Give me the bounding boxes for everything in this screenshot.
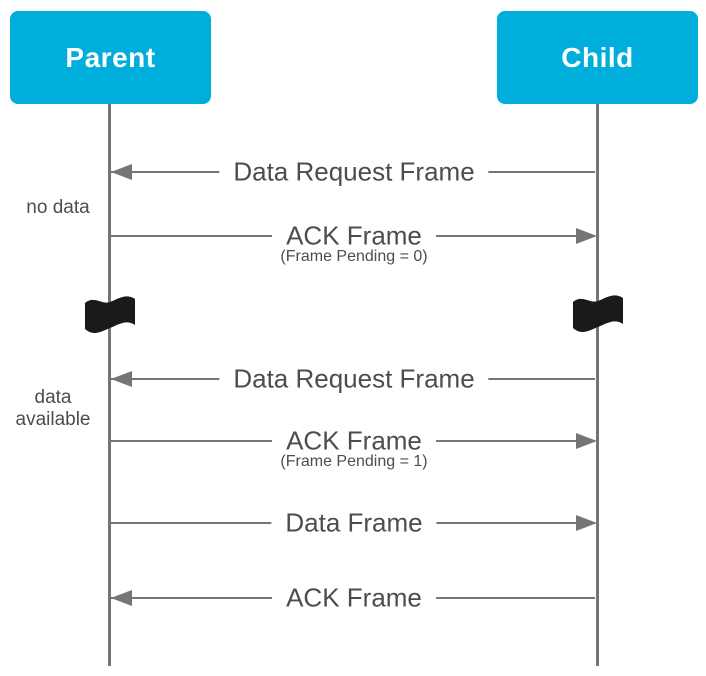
side-note-data-available: data available xyxy=(15,387,91,430)
message-label: Data Frame xyxy=(271,509,437,538)
arrow-right-icon xyxy=(576,228,597,244)
message-label: Data Request Frame xyxy=(219,158,489,187)
flag-icon xyxy=(85,294,135,334)
arrow-left-icon xyxy=(111,164,132,180)
arrow-left-icon xyxy=(111,590,132,606)
actor-box-parent: Parent xyxy=(10,11,211,104)
lifeline-child xyxy=(596,104,599,666)
arrow-left-icon xyxy=(111,371,132,387)
message-sublabel: (Frame Pending = 0) xyxy=(274,248,434,266)
lifeline-parent xyxy=(108,104,111,666)
flag-icon xyxy=(573,293,623,333)
message-label: ACK Frame xyxy=(272,584,436,613)
arrow-right-icon xyxy=(576,515,597,531)
message-label: ACK Frame xyxy=(272,427,436,456)
actor-label-parent: Parent xyxy=(65,41,156,73)
message-label: ACK Frame xyxy=(272,222,436,251)
actor-box-child: Child xyxy=(497,11,698,104)
message-label: Data Request Frame xyxy=(219,365,489,394)
actor-label-child: Child xyxy=(561,41,634,73)
arrow-right-icon xyxy=(576,433,597,449)
side-note-no-data: no data xyxy=(26,197,90,218)
message-sublabel: (Frame Pending = 1) xyxy=(274,453,434,471)
